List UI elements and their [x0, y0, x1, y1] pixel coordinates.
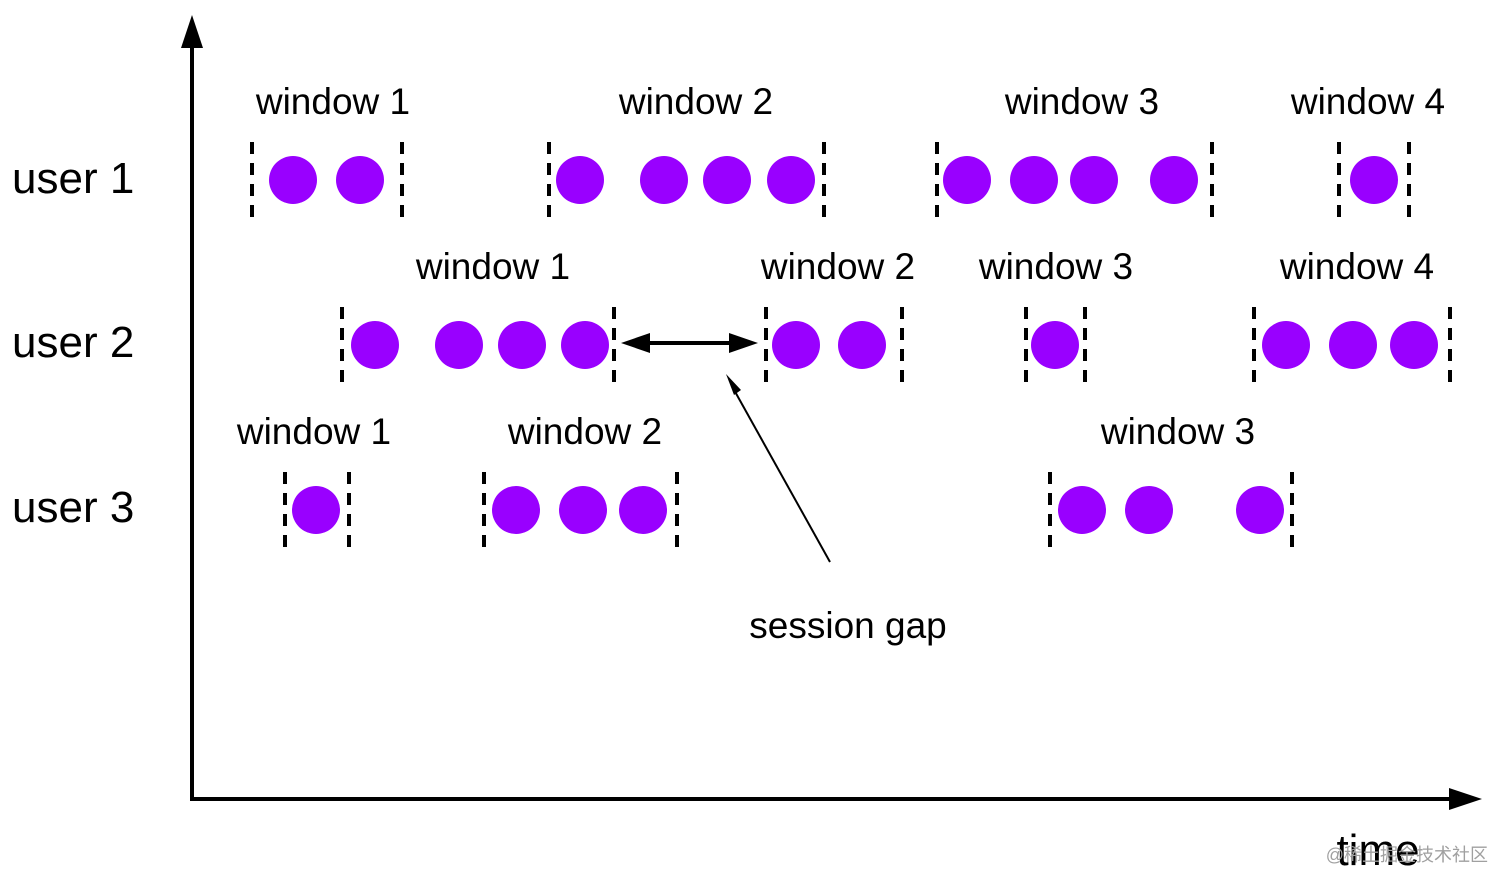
event-dot — [1058, 486, 1106, 534]
event-dot — [943, 156, 991, 204]
session-window: window 1 — [236, 411, 391, 548]
event-dot — [435, 321, 483, 369]
session-window: window 4 — [1252, 246, 1452, 383]
event-dot — [561, 321, 609, 369]
event-dot — [351, 321, 399, 369]
session-window: window 4 — [1290, 81, 1445, 218]
window-label: window 1 — [236, 411, 391, 452]
event-dot — [1236, 486, 1284, 534]
window-label: window 4 — [1290, 81, 1445, 122]
session-window: window 2 — [547, 81, 826, 218]
session-gap-arrowhead-left — [621, 333, 650, 353]
event-dot — [640, 156, 688, 204]
session-window: window 2 — [760, 246, 915, 383]
event-dot — [703, 156, 751, 204]
window-label: window 2 — [618, 81, 773, 122]
window-label: window 1 — [255, 81, 410, 122]
event-dot — [1262, 321, 1310, 369]
session-window: window 1 — [340, 246, 616, 383]
event-dot — [556, 156, 604, 204]
user-label: user 3 — [12, 483, 134, 532]
user-row: user 3 window 1 window 2 window 3 — [12, 411, 1294, 548]
session-window: window 1 — [250, 81, 410, 218]
session-window: window 2 — [482, 411, 679, 548]
session-window: window 3 — [978, 246, 1133, 383]
event-dot — [269, 156, 317, 204]
window-label: window 3 — [1100, 411, 1255, 452]
x-axis-label: time — [1336, 826, 1419, 875]
y-axis-arrowhead — [181, 15, 203, 48]
session-gap-label: session gap — [749, 605, 946, 646]
event-dot — [767, 156, 815, 204]
session-gap-pointer-arrowhead — [726, 374, 741, 395]
event-dot — [772, 321, 820, 369]
window-label: window 1 — [415, 246, 570, 287]
event-dot — [1125, 486, 1173, 534]
user-row: user 1 window 1 window 2 window 3 window 4 — [12, 81, 1445, 218]
session-gap-pointer-line — [732, 387, 831, 563]
session-window: window 3 — [935, 81, 1214, 218]
x-axis-arrowhead — [1449, 788, 1482, 810]
event-dot — [336, 156, 384, 204]
window-label: window 2 — [760, 246, 915, 287]
event-dot — [492, 486, 540, 534]
window-label: window 3 — [1004, 81, 1159, 122]
event-dot — [838, 321, 886, 369]
event-dot — [1150, 156, 1198, 204]
session-gap-arrowhead-right — [729, 333, 758, 353]
event-dot — [559, 486, 607, 534]
session-window: window 3 — [1048, 411, 1294, 548]
user-row: user 2 window 1 window 2 window 3 window 4 — [12, 246, 1452, 383]
window-label: window 2 — [507, 411, 662, 452]
event-dot — [619, 486, 667, 534]
event-dot — [1010, 156, 1058, 204]
event-dot — [1031, 321, 1079, 369]
event-dot — [292, 486, 340, 534]
event-dot — [1390, 321, 1438, 369]
event-dot — [1070, 156, 1118, 204]
window-label: window 4 — [1279, 246, 1434, 287]
watermark: @稀土掘金技术社区 — [1326, 845, 1488, 865]
user-label: user 1 — [12, 154, 134, 203]
event-dot — [498, 321, 546, 369]
event-dot — [1329, 321, 1377, 369]
window-label: window 3 — [978, 246, 1133, 287]
event-dot — [1350, 156, 1398, 204]
user-label: user 2 — [12, 318, 134, 367]
